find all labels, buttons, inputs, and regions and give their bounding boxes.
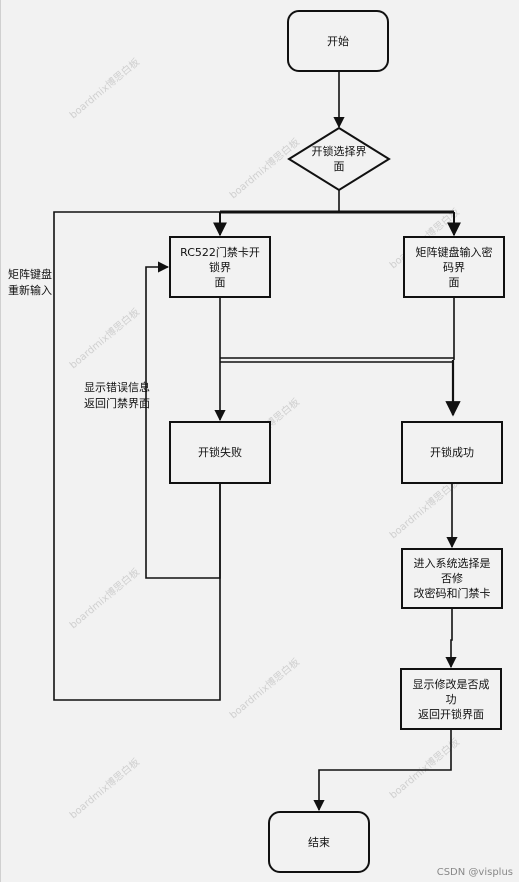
node-start: 开始: [287, 10, 389, 72]
edge-result-end: [313, 730, 452, 812]
csdn-credit: CSDN @visplus: [436, 867, 513, 878]
node-keypad-input: 矩阵键盘输入密码界 面: [403, 236, 505, 298]
edge-keypad-retry-loop: [53, 211, 221, 701]
node-end: 结束: [268, 811, 370, 873]
node-success: 开锁成功: [401, 421, 503, 484]
edge-error-return: [145, 261, 221, 579]
node-rc522: RC522门禁卡开锁界 面: [169, 236, 271, 298]
edge-system-result: [445, 609, 457, 669]
node-system-select: 进入系统选择是否修 改密码和门禁卡: [401, 548, 503, 609]
node-decision-label: 开锁选择界 面: [311, 145, 367, 173]
edge-label-keypad-retry: 矩阵键盘 重新输入: [8, 268, 52, 297]
left-border: [0, 0, 1, 882]
node-fail: 开锁失败: [169, 421, 271, 484]
edge-label-error-return: 显示错误信息 返回门禁界面: [84, 381, 150, 410]
node-show-result: 显示修改是否成功 返回开锁界面: [400, 668, 502, 730]
